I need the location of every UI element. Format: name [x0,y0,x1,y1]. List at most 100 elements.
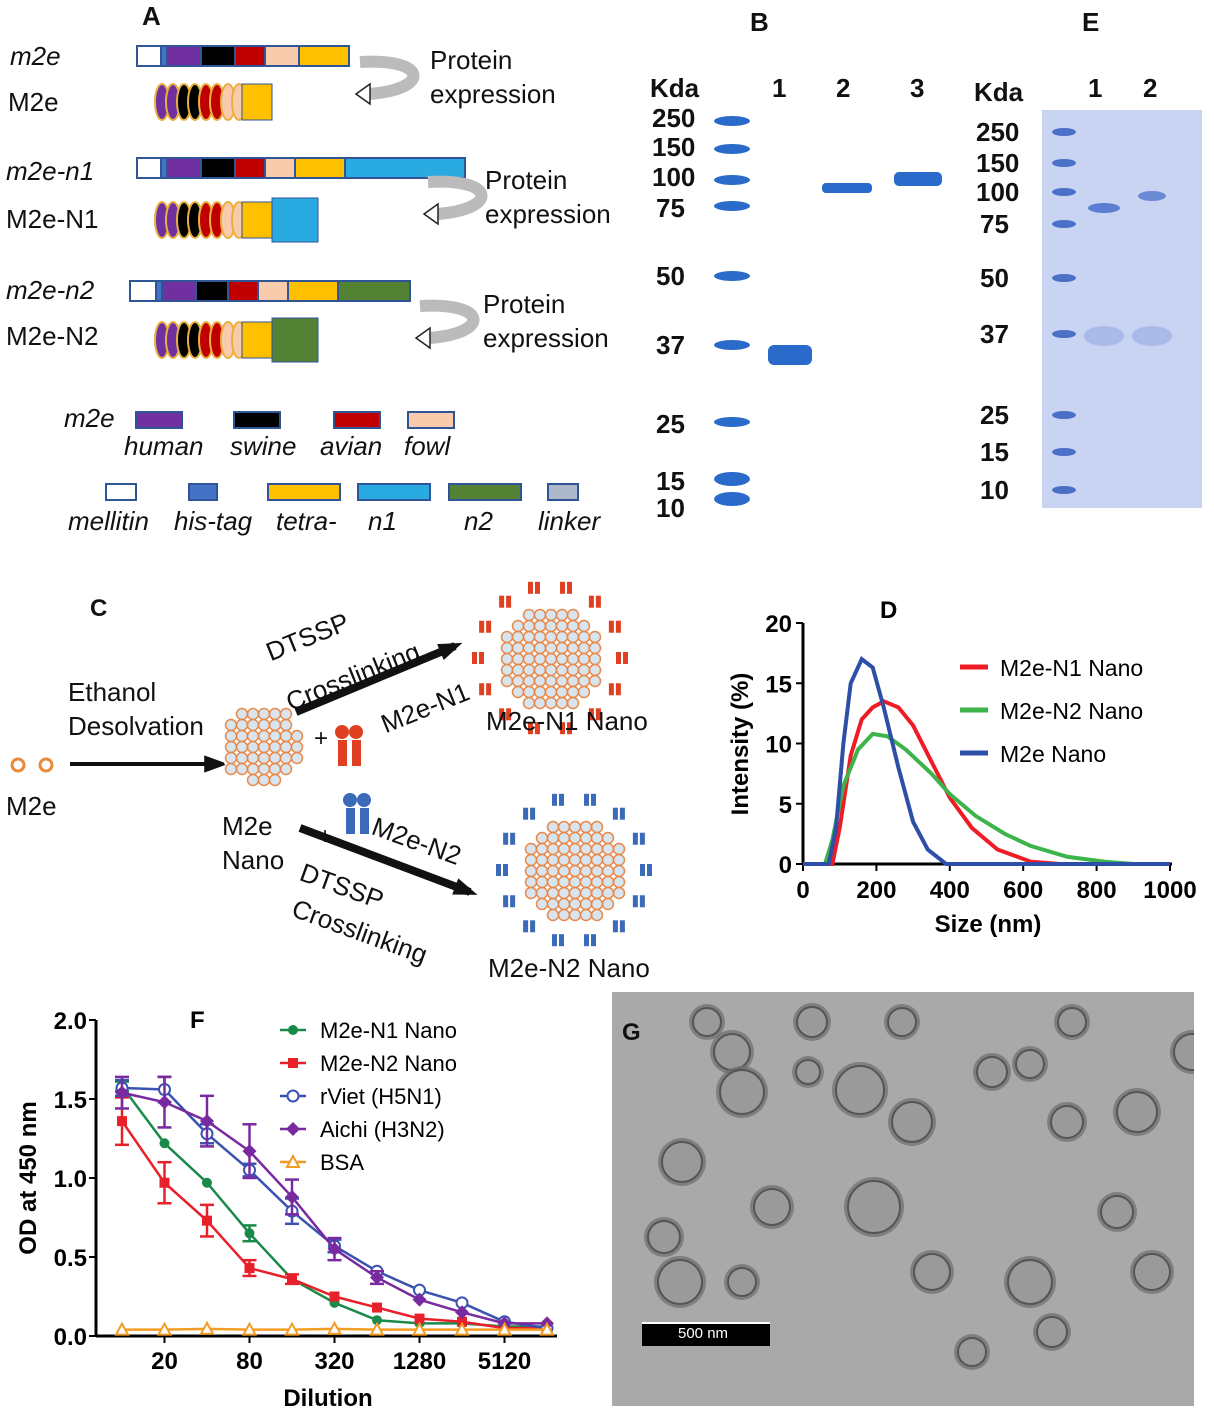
marker-label: 150 [652,132,696,162]
ladder-band [714,492,750,506]
n1-antigen-icon [534,722,540,735]
marker-label: 25 [656,409,685,439]
gel-b [714,110,1202,508]
data-point [241,1321,258,1336]
particle [957,1337,987,1367]
data-point [369,1321,385,1336]
data-point [411,1321,428,1336]
x-tick-label: 20 [151,1348,178,1375]
particle [847,1180,901,1234]
particle [1007,1259,1053,1305]
legend-avian: avian [320,431,383,461]
crosslink-arrow-n2 [298,824,472,896]
ladder-band [1052,128,1076,136]
y-tick-label: 15 [765,671,792,698]
lane-1-band [1088,203,1120,213]
marker-label: 10 [656,493,685,523]
legend-label: M2e-N2 Nano [1000,698,1143,724]
particle [727,1267,757,1297]
n2-antigen-icon [523,920,529,933]
n1-antigen-icon [486,620,492,633]
x-tick-label: 5120 [478,1348,531,1375]
panel-label-e: E [1082,7,1100,37]
protein-label: M2e-N2 [6,321,99,351]
legend-marker [288,1058,298,1068]
data-point [412,1292,427,1307]
panel-label-c: C [90,595,108,622]
plus-sign: + [314,725,329,752]
n2-antigen-icon [591,793,597,806]
x-tick-label: 1280 [393,1348,446,1375]
series-line-2 [803,656,1170,866]
arrow-label: Protein [483,289,566,319]
n2-antigen-icon [632,895,638,908]
y-tick-label: 20 [765,611,792,638]
n2-antigen-icon [639,895,645,908]
nano-label: M2e [222,811,273,841]
data-point [199,1320,215,1335]
data-point [454,1321,470,1336]
y-tick-label: 0 [779,852,792,879]
legend-label: M2e-N2 Nano [320,1051,457,1076]
arrow-head-icon [204,755,228,773]
n2-protein-icon [343,793,357,807]
legend-marker [286,1089,300,1103]
m2e-protein-tetra [241,83,273,121]
m2e-monomer [10,757,26,773]
legend-human: human [124,431,204,461]
ladder-band [714,340,750,350]
data-point [284,1321,300,1336]
legend-n1: n1 [368,506,397,536]
data-point [326,1320,343,1335]
particle [692,1007,722,1037]
legend-swatch [357,483,431,501]
lane-label: 2 [836,73,851,103]
arrow-label: expression [483,323,609,353]
particle [1173,1033,1194,1071]
particle [891,1101,933,1143]
series-line-0 [803,699,1170,866]
data-point [414,1313,425,1324]
legend-swatch [407,411,455,429]
n2-protein-icon [357,793,371,807]
n2-antigen-icon [612,920,618,933]
tem-particles [644,1003,1194,1370]
legend-label: M2e Nano [1000,741,1106,767]
particle [1050,1105,1084,1139]
data-point [327,1242,342,1257]
scale-bar [642,1322,770,1346]
n1-antigen-icon [534,581,540,594]
legend-his-tag: his-tag [174,506,253,536]
particle [1100,1195,1134,1229]
data-point [202,1177,212,1188]
n1-antigen-icon [588,595,594,608]
legend-n2: n2 [464,506,493,536]
ladder-band [1052,274,1076,282]
marker-label: 100 [652,162,696,192]
protein-label: M2e [8,87,59,117]
ladder-band [1052,486,1076,494]
legend-tetra: tetra- [276,506,337,536]
n2-protein-icon [346,808,355,834]
legend-marker [285,1153,301,1168]
m2e-monomer [38,757,54,773]
ladder-band [714,175,750,185]
y-tick-label: 1.5 [54,1087,87,1114]
nanoparticle-subunit [290,751,304,765]
particle [1116,1091,1158,1133]
data-point [455,1305,469,1320]
n1-antigen-icon [499,708,505,721]
n2-nano-label: M2e-N2 Nano [488,953,650,983]
legend-swatch [135,411,183,429]
data-point [372,1302,382,1313]
particle [976,1056,1008,1088]
x-axis-label: Dilution [283,1385,372,1411]
marker-label: 50 [980,263,1009,293]
arrow-label: Protein [430,45,513,75]
data-point [117,1116,127,1127]
legend-label: Aichi (H3N2) [320,1117,445,1142]
data-point [156,1321,173,1336]
n2-antigen-icon [584,934,590,947]
particle [647,1220,681,1254]
y-tick-label: 1.0 [54,1166,87,1193]
